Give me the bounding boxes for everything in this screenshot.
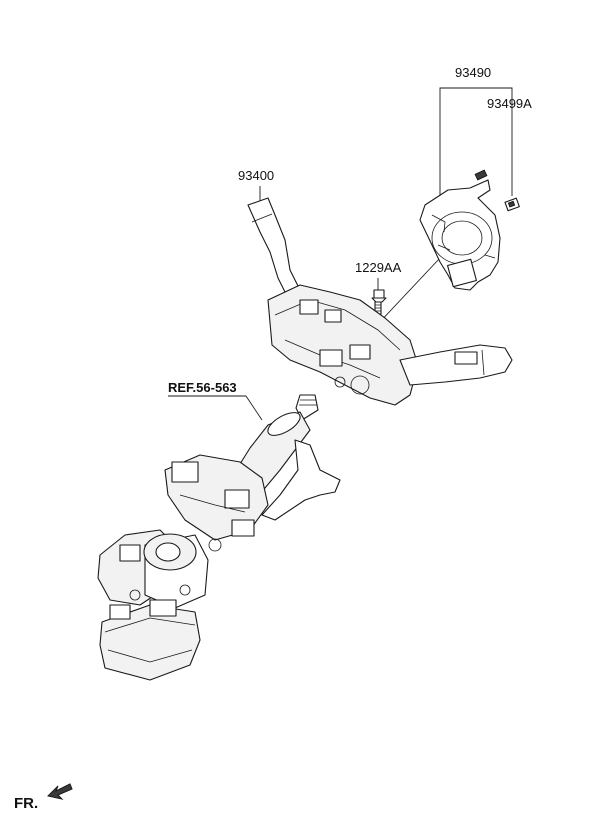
callout-93490: 93490 [455, 65, 491, 80]
callout-93400: 93400 [238, 168, 274, 183]
callout-ref: REF.56-563 [168, 380, 237, 395]
direction-label: FR. [14, 795, 38, 812]
motor-ecu-assembly [97, 529, 209, 681]
bolt-1229aa [371, 289, 387, 315]
multifunction-switch [247, 197, 513, 406]
callout-1229aa: 1229AA [355, 260, 402, 275]
callout-93499a: 93499A [487, 96, 532, 111]
arrow-icon [46, 783, 73, 800]
clip-93499a [504, 197, 520, 212]
steering-column [164, 394, 341, 552]
clock-spring-assembly [419, 169, 501, 291]
front-direction-indicator: FR. [14, 783, 73, 812]
